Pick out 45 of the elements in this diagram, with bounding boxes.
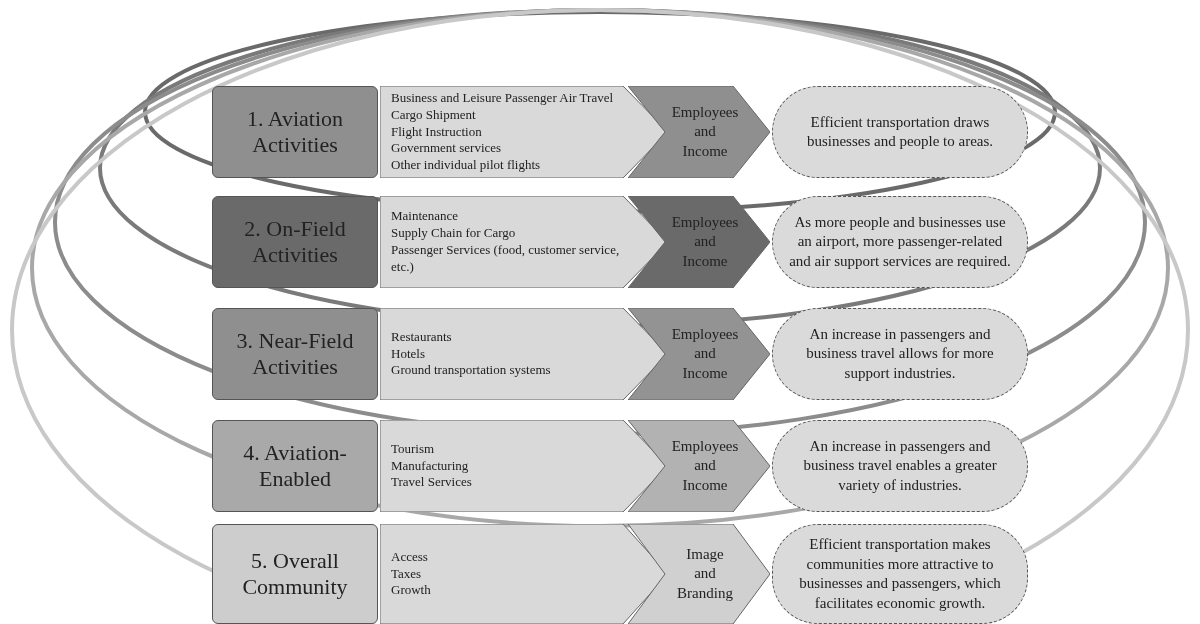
outcome-text: Employees and Income (671, 324, 739, 383)
effect-box (772, 524, 1028, 624)
activity-item: Other individual pilot flights (391, 157, 542, 175)
level-box (212, 308, 378, 400)
level-box (212, 86, 378, 178)
activity-item: Cargo Shipment (391, 106, 477, 124)
activity-item: Taxes (391, 565, 423, 583)
activity-item: Growth (391, 582, 432, 600)
outcome-panel (628, 524, 770, 624)
outcome-panel (628, 308, 770, 400)
activity-item: Restaurants (391, 328, 453, 346)
effect-box (772, 420, 1028, 512)
activity-item: Passenger Services (food, customer service, etc.) (391, 242, 621, 276)
activity-item: Government services (391, 140, 503, 158)
effect-text: An increase in passengers and business travel enables a greater variety of industries. (802, 436, 998, 495)
outcome-panel (628, 196, 770, 288)
activity-item: Manufacturing (391, 457, 470, 475)
level-box (212, 420, 378, 512)
outcome-panel (628, 86, 770, 178)
level-box (212, 196, 378, 288)
level-title: 2. On-Field Activities (243, 216, 347, 268)
effect-text: As more people and businesses use an airport, more passenger-related and air support services are required. (788, 212, 1012, 271)
activity-item: Flight Instruction (391, 123, 483, 141)
activity-item: Access (391, 548, 429, 566)
effect-text: Efficient transportation makes communities more attractive to businesses and passengers, which facilitates economic growth. (798, 535, 1002, 613)
level-title: 4. Aviation-Enabled (242, 440, 348, 492)
outcome-text: Employees and Income (671, 102, 739, 161)
activity-item: Maintenance (391, 208, 460, 226)
effect-box (772, 86, 1028, 178)
level-title: 5. Overall Community (241, 548, 349, 600)
outcome-text: Employees and Income (671, 436, 739, 495)
outcome-panel (628, 420, 770, 512)
activity-item: Travel Services (391, 474, 473, 492)
level-title: 3. Near-Field Activities (235, 328, 355, 380)
activity-item: Ground transportation systems (391, 362, 552, 380)
activity-item: Supply Chain for Cargo (391, 225, 517, 242)
activity-item: Tourism (391, 440, 436, 458)
level-title: 1. Aviation Activities (245, 106, 345, 158)
level-box (212, 524, 378, 624)
effect-text: Efficient transportation draws businesses and people to areas. (805, 112, 995, 151)
effect-text: An increase in passengers and business travel allows for more support industries. (805, 324, 995, 383)
activity-item: Business and Leisure Passenger Air Travel (391, 89, 615, 107)
activity-item: Hotels (391, 345, 426, 363)
outcome-text: Employees and Income (671, 212, 739, 271)
outcome-text: Image and Branding (676, 544, 734, 603)
